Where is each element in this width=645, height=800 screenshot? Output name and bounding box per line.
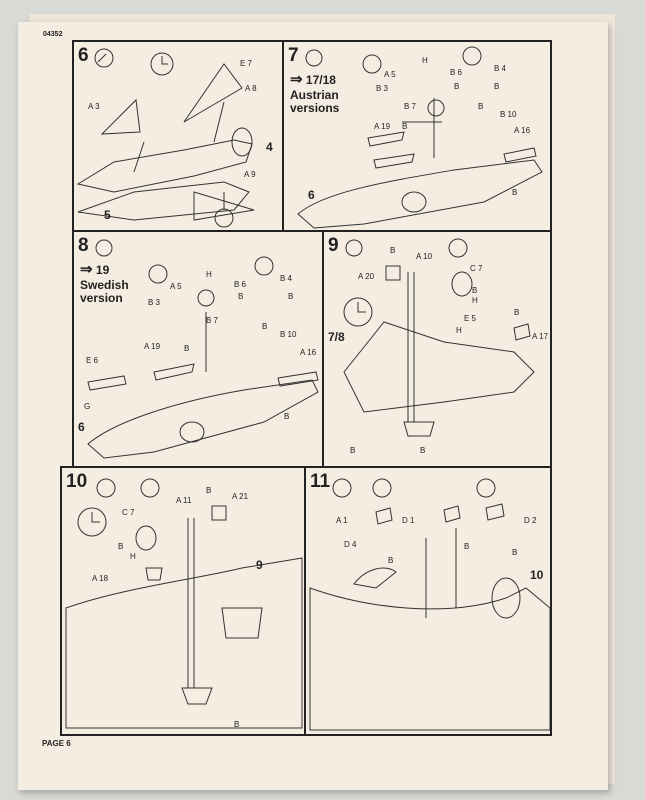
step-8-callout: ⇒ 19 Swedish version	[80, 261, 140, 305]
part-label: B	[454, 82, 460, 91]
part-label: E 5	[464, 314, 477, 323]
step-6-panel: 6 E 7 A 8 A 3 4 A 9 5	[72, 40, 284, 232]
callout-text: Austrian versions	[290, 87, 340, 115]
step-7-panel: 7 ⇒ 17/18 Austrian versions A 5 B 3 H B …	[282, 40, 552, 232]
part-label: E 6	[86, 356, 99, 365]
part-label: A 1	[336, 516, 348, 525]
callout-ref: 17/18	[305, 73, 336, 87]
part-label: B	[512, 548, 518, 557]
part-label: B 7	[206, 316, 219, 325]
part-label: 5	[104, 208, 111, 222]
part-label: H	[456, 326, 462, 335]
step-7-callout: ⇒ 17/18 Austrian versions	[290, 71, 356, 115]
part-label: D 2	[524, 516, 537, 525]
instruction-sheet	[18, 22, 608, 790]
part-label: B	[288, 292, 294, 301]
step-11-number: 11	[310, 471, 331, 492]
part-label: A 20	[358, 272, 375, 281]
part-label: D 4	[344, 540, 357, 549]
part-label: B	[388, 556, 394, 565]
part-label: A 19	[374, 122, 391, 131]
step-6-drawing	[76, 48, 255, 228]
callout-arrow: ⇒	[80, 261, 93, 278]
step-9-panel: 9 B A 20 A 10 C 7 B H E 5 H A 17 B 7/8 B…	[322, 230, 552, 468]
step-7-number: 7	[288, 45, 299, 66]
part-label: A 5	[384, 70, 396, 79]
part-label: B	[464, 542, 470, 551]
part-label: B	[402, 122, 408, 131]
part-label: A 11	[176, 496, 192, 505]
part-label: B 4	[280, 274, 293, 283]
step-10-number: 10	[66, 471, 88, 492]
step-8-number: 8	[78, 235, 89, 256]
part-label: B	[118, 542, 124, 551]
part-label: B	[234, 720, 240, 729]
part-label: A 5	[170, 282, 182, 291]
part-label: B 4	[494, 64, 507, 73]
step-9-drawing	[343, 238, 535, 437]
part-label: A 8	[245, 84, 257, 93]
part-label: 9	[256, 558, 263, 572]
page-footer: PAGE 6	[42, 739, 71, 748]
part-label: 6	[78, 420, 85, 434]
part-label: B 10	[280, 330, 297, 339]
step-7-drawing	[297, 46, 543, 229]
part-label: H	[422, 56, 428, 65]
part-label: B	[184, 344, 190, 353]
doc-number: 04352	[43, 31, 63, 38]
part-label: B	[350, 446, 356, 455]
part-label: C 7	[470, 264, 483, 273]
step-10-panel: 10 A 11 B A 21 C 7 B H A 18 9 B	[60, 466, 306, 736]
part-label: B	[494, 82, 500, 91]
part-label: A 16	[514, 126, 531, 135]
part-label: 6	[308, 188, 315, 202]
part-label: B	[284, 412, 290, 421]
part-label: B	[472, 286, 478, 295]
part-label: A 3	[88, 102, 100, 111]
part-label: H	[206, 270, 212, 279]
step-9-number: 9	[328, 235, 339, 256]
step-6-number: 6	[78, 45, 89, 66]
part-label: C 7	[122, 508, 135, 517]
part-label: B	[390, 246, 396, 255]
part-label: B	[262, 322, 268, 331]
step-8-drawing	[87, 239, 319, 459]
part-label: B	[478, 102, 484, 111]
part-label: A 21	[232, 492, 249, 501]
part-label: A 16	[300, 348, 317, 357]
part-label: 7/8	[328, 330, 345, 344]
part-label: B	[512, 188, 518, 197]
part-label: A 10	[416, 252, 433, 261]
part-label: A 9	[244, 170, 256, 179]
part-label: B 6	[450, 68, 463, 77]
part-label: B	[206, 486, 212, 495]
part-label: A 18	[92, 574, 109, 583]
callout-text: Swedish version	[80, 277, 129, 305]
part-label: H	[130, 552, 136, 561]
step-8-panel: 8 ⇒ 19 Swedish version A 5 B 3 H B 6 B 4…	[72, 230, 324, 468]
part-label: 4	[266, 140, 273, 154]
part-label: H	[472, 296, 478, 305]
step-11-drawing	[309, 478, 550, 731]
part-label: D 1	[402, 516, 415, 525]
part-label: A 19	[144, 342, 161, 351]
part-label: B 3	[148, 298, 161, 307]
part-label: B 7	[404, 102, 417, 111]
part-label: B	[420, 446, 426, 455]
part-label: G	[84, 402, 91, 411]
part-label: B 6	[234, 280, 247, 289]
step-10-drawing	[65, 478, 303, 729]
part-label: 10	[530, 568, 544, 582]
step-11-panel: 11 A 1 D 1 D 2 D 4 B B B 10	[304, 466, 552, 736]
callout-arrow: ⇒	[290, 71, 303, 88]
callout-ref: 19	[95, 263, 110, 277]
part-label: B 3	[376, 84, 389, 93]
part-label: B 10	[500, 110, 517, 119]
part-label: B	[514, 308, 520, 317]
part-label: A 17	[532, 332, 549, 341]
part-label: E 7	[240, 59, 253, 68]
part-label: B	[238, 292, 244, 301]
